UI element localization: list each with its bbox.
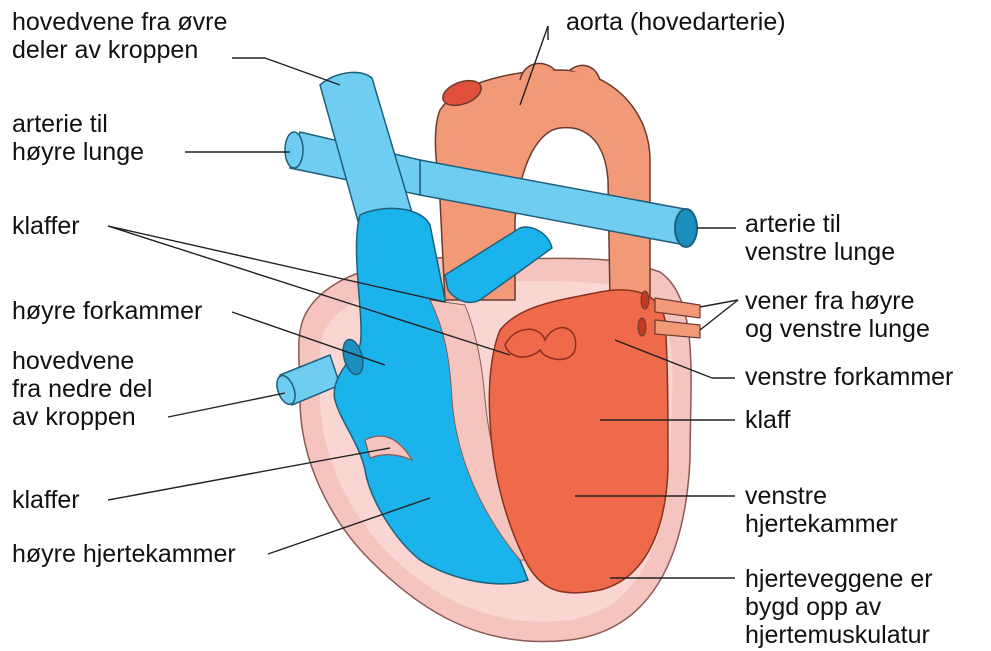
label-upper-vena-cava: hovedvene fra øvre deler av kroppen	[12, 8, 227, 64]
label-valves-top: klaffer	[12, 212, 80, 240]
label-left-pulmonary-artery: arterie til venstre lunge	[745, 210, 895, 266]
label-lower-vena-cava: hovedvene fra nedre del av kroppen	[12, 347, 152, 431]
label-valve-single: klaff	[745, 406, 790, 434]
label-aorta: aorta (hovedarterie)	[566, 8, 786, 36]
left-pulmonary-artery-opening	[675, 209, 697, 247]
label-pulmonary-veins: vener fra høyre og venstre lunge	[745, 287, 930, 343]
label-left-atrium: venstre forkammer	[745, 363, 953, 391]
label-right-pulmonary-artery: arterie til høyre lunge	[12, 110, 144, 166]
label-right-atrium: høyre forkammer	[12, 297, 202, 325]
label-heart-wall: hjerteveggene er bygd opp av hjertemusku…	[745, 565, 933, 649]
label-right-ventricle: høyre hjertekammer	[12, 540, 236, 568]
label-valves-bottom: klaffer	[12, 486, 80, 514]
label-left-ventricle: venstre hjertekammer	[745, 482, 898, 538]
